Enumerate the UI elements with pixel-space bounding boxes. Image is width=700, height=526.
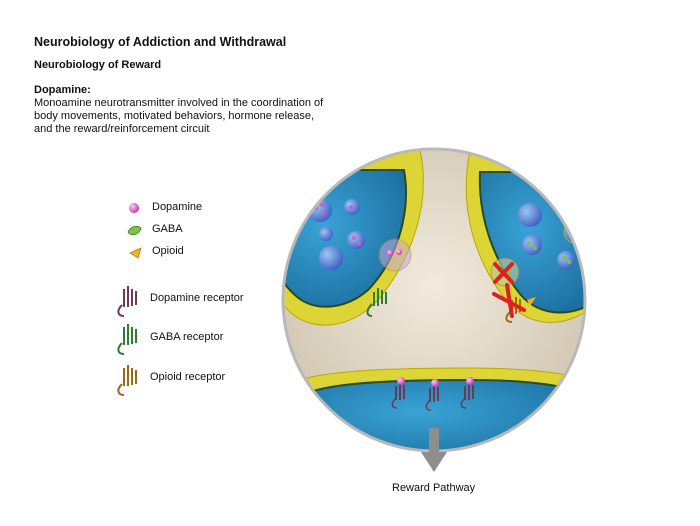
- synapse-circle: [281, 147, 587, 453]
- dopamine-receptor-3: [460, 377, 474, 409]
- section-subtitle: Neurobiology of Reward: [34, 59, 162, 71]
- page-title: Neurobiology of Addiction and Withdrawal: [34, 35, 287, 49]
- definition-term: Dopamine:: [34, 84, 91, 96]
- opioid-legend-icon: [129, 247, 142, 259]
- postsynaptic-dopamine-receptors: [391, 377, 474, 411]
- gaba-block-mark: [493, 262, 514, 284]
- legend-dopamine-label: Dopamine: [152, 201, 203, 213]
- gaba-receptor-legend-icon: [117, 324, 137, 355]
- reward-pathway-caption: Reward Pathway: [392, 482, 476, 494]
- legend-gaba-label: GABA: [152, 223, 183, 235]
- legend-gaba-receptor-label: GABA receptor: [150, 331, 224, 343]
- legend-opioid-receptor-label: Opioid receptor: [150, 371, 226, 383]
- left-gaba-receptor: [366, 288, 387, 317]
- gaba-legend-icon: [127, 225, 142, 236]
- dopamine-legend-icon: [129, 203, 139, 213]
- definition-text: Monoamine neurotransmitter involved in t…: [34, 97, 324, 135]
- dopamine-receptor-1: [391, 377, 405, 409]
- dopamine-receptor-2: [425, 379, 439, 411]
- bound-opioid: [527, 297, 536, 306]
- legend-dopamine-receptor-label: Dopamine receptor: [150, 292, 244, 304]
- postsynaptic-neuron: [299, 367, 585, 451]
- legend-icons: [117, 203, 142, 396]
- reward-pathway-arrow: [421, 428, 447, 472]
- opioid-receptor-legend-icon: [117, 365, 137, 396]
- receptor-block-mark: [492, 283, 526, 318]
- dopamine-receptor-legend-icon: [117, 286, 137, 317]
- legend-opioid-label: Opioid: [152, 245, 184, 257]
